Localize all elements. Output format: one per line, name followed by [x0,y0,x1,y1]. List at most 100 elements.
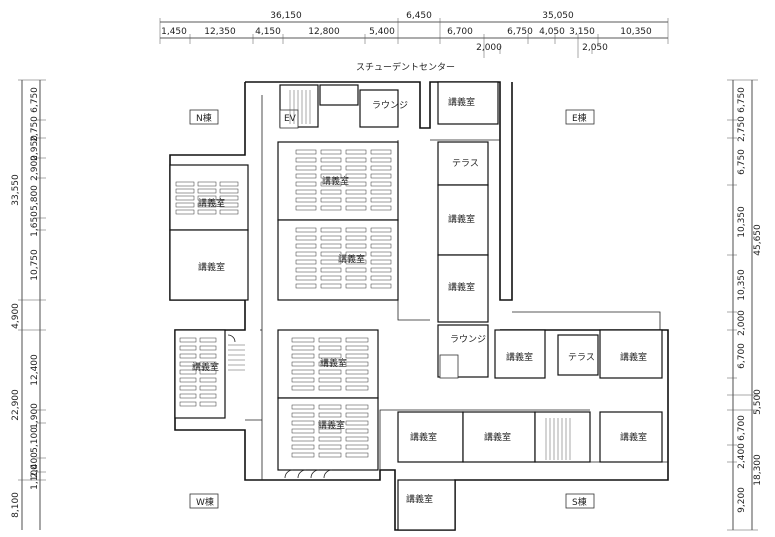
seat [345,173,367,179]
seat [179,337,197,343]
building-n: N棟 [196,112,212,124]
building-w: W棟 [196,496,214,508]
seat [199,401,217,407]
seat [320,259,342,265]
dim-left-total-1: 33,550 [11,174,21,206]
seat [320,267,342,273]
seat [318,428,342,434]
seat [291,345,315,351]
label-lecture-n1: 講義室 [198,197,225,209]
label-lecture-s3: 講義室 [620,431,647,443]
seat [291,404,315,410]
seat [295,235,317,241]
seat [320,235,342,241]
seat [318,345,342,351]
seat [345,337,369,343]
seat [291,420,315,426]
seat [320,197,342,203]
dim-left-total-3: 22,900 [11,389,21,421]
seat [197,202,217,208]
building-e: E棟 [572,112,587,124]
seat [295,243,317,249]
dim-top-sub-2: 2,050 [582,43,608,53]
seat [199,337,217,343]
seat [179,377,197,383]
seat [320,149,342,155]
dim-top-total-1: 36,150 [270,11,302,21]
seat [318,337,342,343]
seat [345,444,369,450]
seat [199,361,217,367]
dim-top-seg-1: 1,450 [161,27,187,37]
building-walls [169,81,669,531]
seat [295,251,317,257]
seat [370,227,392,233]
label-lecture-s1: 講義室 [410,431,437,443]
seat [318,444,342,450]
seat [295,227,317,233]
label-lecture-c1: 講義室 [322,175,349,187]
seat [318,420,342,426]
seat [345,428,369,434]
seat [370,149,392,155]
dim-left-seg-3: 2,950 [30,135,40,161]
dim-left-seg-12: 1,100 [30,464,40,490]
label-lecture-e2: 講義室 [448,213,475,225]
dim-top-seg-3: 4,150 [255,27,281,37]
seat [291,337,315,343]
dim-right-seg-9: 2,400 [737,443,747,469]
seat [370,259,392,265]
seat [345,283,367,289]
seat [370,197,392,203]
dim-left-seg-10: 5,100 [30,427,40,453]
label-lounge-e: ラウンジ [450,334,486,345]
dim-left-seg-1: 6,750 [30,87,40,113]
seat [199,377,217,383]
seat [320,243,342,249]
seat [345,181,367,187]
seat [320,205,342,211]
label-lounge-top: ラウンジ [372,100,408,111]
dim-top-seg-7: 6,750 [507,27,533,37]
seat [370,165,392,171]
seat [199,393,217,399]
seat [318,412,342,418]
seat [345,243,367,249]
seat [345,412,369,418]
seat [370,267,392,273]
dim-top-seg-6: 6,700 [447,27,473,37]
seat [199,345,217,351]
seat [295,267,317,273]
dim-left-seg-11: 2,400 [30,452,40,478]
seat [179,393,197,399]
seat [318,436,342,442]
seat [318,452,342,458]
seat [295,157,317,163]
label-terrace-e: テラス [452,158,479,169]
seat [291,353,315,359]
seat [199,353,217,359]
dim-right-total-3: 18,300 [753,454,763,486]
seat [345,436,369,442]
seat [318,404,342,410]
dim-top-seg-8: 4,050 [539,27,565,37]
seat [345,385,369,391]
building-tags: N棟 E棟 W棟 S棟 [189,109,595,509]
seat [345,149,367,155]
seat [345,377,369,383]
seat [291,385,315,391]
seat [345,259,367,265]
seat [345,369,369,375]
dim-top-total-2: 6,450 [406,11,432,21]
dim-left-seg-2: 2,750 [30,116,40,142]
label-lecture-e1: 講義室 [448,96,475,108]
seat [179,345,197,351]
label-lecture-e5: 講義室 [620,351,647,363]
dim-right-seg-10: 9,200 [737,487,747,513]
label-lecture-s4: 講義室 [406,493,433,505]
dim-right-seg-8: 6,700 [737,415,747,441]
seat [197,188,217,194]
dim-left-seg-7: 10,750 [30,249,40,281]
dim-right-seg-5: 10,350 [737,269,747,301]
top-dimensions: 36,150 6,450 35,050 1,450 12,350 4,150 1… [159,11,669,58]
